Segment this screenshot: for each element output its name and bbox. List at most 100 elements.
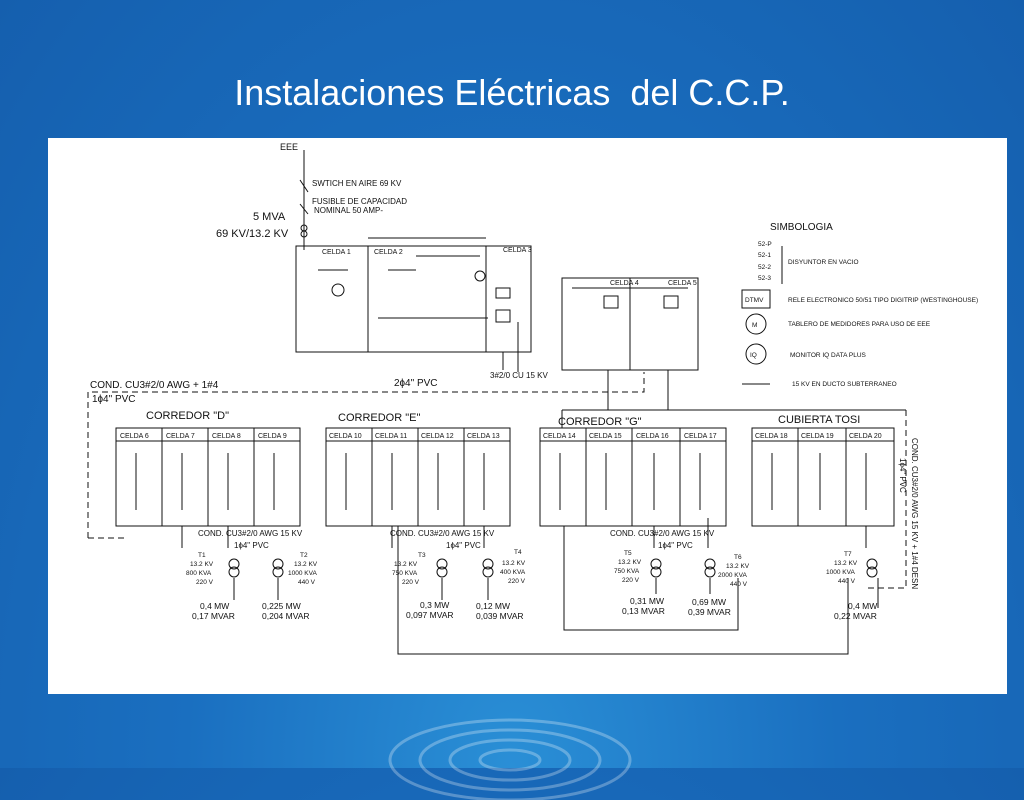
t6-name: T6 <box>734 554 742 561</box>
legend-duct-desc: 15 KV EN DUCTO SUBTERRANEO <box>792 381 897 388</box>
cond-awg15-g: COND. CU3#2/0 AWG 15 KV <box>610 529 715 538</box>
right-vertical-conductor: COND. CU3#2/0 AWG 15 KV + 1#4 DESN <box>910 438 919 589</box>
top-cell-2-label: CELDA 2 <box>374 249 403 256</box>
t1-secondary: 220 V <box>196 579 214 586</box>
legend-code: 52-3 <box>758 275 771 282</box>
cell-label: CELDA 10 <box>329 433 362 440</box>
cell-label: CELDA 18 <box>755 433 788 440</box>
t1-mvar: 0,17 MVAR <box>192 611 235 621</box>
t5-name: T5 <box>624 550 632 557</box>
t3-voltage: 13.2 KV <box>394 561 418 568</box>
cell-label: CELDA 11 <box>375 433 407 440</box>
cell-label: CELDA 14 <box>543 433 576 440</box>
t7-kva: 1000 KVA <box>826 569 855 576</box>
source-label: EEE <box>280 142 298 152</box>
right-vertical-pvc: 1ɸ4" PVC <box>898 458 907 493</box>
top-cell-1-label: CELDA 1 <box>322 249 351 256</box>
cell-label: CELDA 13 <box>467 433 500 440</box>
cell-label: CELDA 7 <box>166 433 195 440</box>
switch-label: SWTICH EN AIRE 69 KV <box>312 179 402 188</box>
t4-mvar: 0,039 MVAR <box>476 611 524 621</box>
mid-cell-5-label: CELDA 5 <box>668 280 697 287</box>
t7-secondary: 440 V <box>838 578 856 585</box>
t4-voltage: 13.2 KV <box>502 560 526 567</box>
t6-kva: 2000 KVA <box>718 572 747 579</box>
water-ripple-decoration <box>388 718 632 800</box>
t5-secondary: 220 V <box>622 577 640 584</box>
legend-breaker: DISYUNTOR EN VACIO <box>788 259 859 266</box>
t1-name: T1 <box>198 552 206 559</box>
t1-mw: 0,4 MW <box>200 601 229 611</box>
corridor-e-label: CORREDOR "E" <box>338 412 420 424</box>
t2-secondary: 440 V <box>298 579 316 586</box>
single-line-diagram: EEE SWTICH EN AIRE 69 KV FUSIBLE DE CAPA… <box>87 142 978 655</box>
legend-code: 52-2 <box>758 264 771 271</box>
pvc-small-e: 1ɸ4" PVC <box>446 541 481 550</box>
t2-name: T2 <box>300 552 308 559</box>
legend-code: 52-1 <box>758 252 771 259</box>
t6-mvar: 0,39 MVAR <box>688 607 731 617</box>
legend-title: SIMBOLOGIA <box>770 222 833 233</box>
t3-mvar: 0,097 MVAR <box>406 610 454 620</box>
legend-iq-symbol: IQ <box>750 352 757 359</box>
cond-awg15-e: COND. CU3#2/0 AWG 15 KV <box>390 529 495 538</box>
t3-name: T3 <box>418 552 426 559</box>
t3-secondary: 220 V <box>402 579 420 586</box>
t2-mvar: 0,204 MVAR <box>262 611 310 621</box>
main-conductor-label: COND. CU3#2/0 AWG + 1#4 <box>90 380 219 391</box>
fuse-label-2: NOMINAL 50 AMP- <box>314 206 383 215</box>
t5-kva: 750 KVA <box>614 568 640 575</box>
legend-iq-desc: MONITOR IQ DATA PLUS <box>790 352 867 359</box>
cell-label: CELDA 20 <box>849 433 882 440</box>
pvc-small-g: 1ɸ4" PVC <box>658 541 693 550</box>
slide-title: Instalaciones Eléctricas del C.C.P. <box>234 72 790 113</box>
t7-voltage: 13.2 KV <box>834 560 858 567</box>
cell-label: CELDA 17 <box>684 433 717 440</box>
t4-kva: 400 KVA <box>500 569 526 576</box>
pvc-small-d: 1ɸ4" PVC <box>234 541 269 550</box>
t6-mw: 0,69 MW <box>692 597 726 607</box>
mid-cell-4-label: CELDA 4 <box>610 280 639 287</box>
t5-mw: 0,31 MW <box>630 596 664 606</box>
pvc-1-label: 1ɸ4" PVC <box>92 394 136 405</box>
t1-kva: 800 KVA <box>186 570 212 577</box>
t4-name: T4 <box>514 549 522 556</box>
pvc-2-label: 2ɸ4" PVC <box>394 378 438 389</box>
legend-dtmv-symbol: DTMV <box>745 297 764 304</box>
t4-mw: 0,12 MW <box>476 601 510 611</box>
cell-label: CELDA 16 <box>636 433 669 440</box>
t2-kva: 1000 KVA <box>288 570 317 577</box>
transformer-voltage-label: 69 KV/13.2 KV <box>216 228 289 240</box>
cell-label: CELDA 12 <box>421 433 454 440</box>
fuse-label-1: FUSIBLE DE CAPACIDAD <box>312 197 407 206</box>
t2-mw: 0,225 MW <box>262 601 301 611</box>
t3-mw: 0,3 MW <box>420 600 449 610</box>
cell-label: CELDA 6 <box>120 433 149 440</box>
t6-secondary: 440 V <box>730 581 748 588</box>
t7-mw: 0,4 MW <box>848 601 877 611</box>
corridor-tosi-label: CUBIERTA TOSI <box>778 414 860 426</box>
top-cell-3-label: CELDA 3 <box>503 247 532 254</box>
cell-label: CELDA 8 <box>212 433 241 440</box>
cond-awg15-d: COND. CU3#2/0 AWG 15 KV <box>198 529 303 538</box>
t2-voltage: 13.2 KV <box>294 561 318 568</box>
cell-label: CELDA 15 <box>589 433 622 440</box>
corridor-g-label: CORREDOR "G" <box>558 416 642 428</box>
cell-label: CELDA 19 <box>801 433 834 440</box>
t6-voltage: 13.2 KV <box>726 563 750 570</box>
legend-code: 52-P <box>758 241 772 248</box>
transformer-power-label: 5 MVA <box>253 211 286 223</box>
t3-kva: 750 KVA <box>392 570 418 577</box>
t4-secondary: 220 V <box>508 578 526 585</box>
t7-name: T7 <box>844 551 852 558</box>
cable-cu15-label: 3#2/0 CU 15 KV <box>490 371 548 380</box>
t5-mvar: 0,13 MVAR <box>622 606 665 616</box>
corridor-d-label: CORREDOR "D" <box>146 410 229 422</box>
t5-voltage: 13.2 KV <box>618 559 642 566</box>
legend-m-desc: TABLERO DE MEDIDORES PARA USO DE EEE <box>788 321 931 328</box>
cell-label: CELDA 9 <box>258 433 287 440</box>
legend-dtmv-desc: RELE ELECTRONICO 50/51 TIPO DIGITRIP (WE… <box>788 297 978 304</box>
t1-voltage: 13.2 KV <box>190 561 214 568</box>
t7-mvar: 0,22 MVAR <box>834 611 877 621</box>
diagram-panel: EEE SWTICH EN AIRE 69 KV FUSIBLE DE CAPA… <box>48 138 1007 694</box>
